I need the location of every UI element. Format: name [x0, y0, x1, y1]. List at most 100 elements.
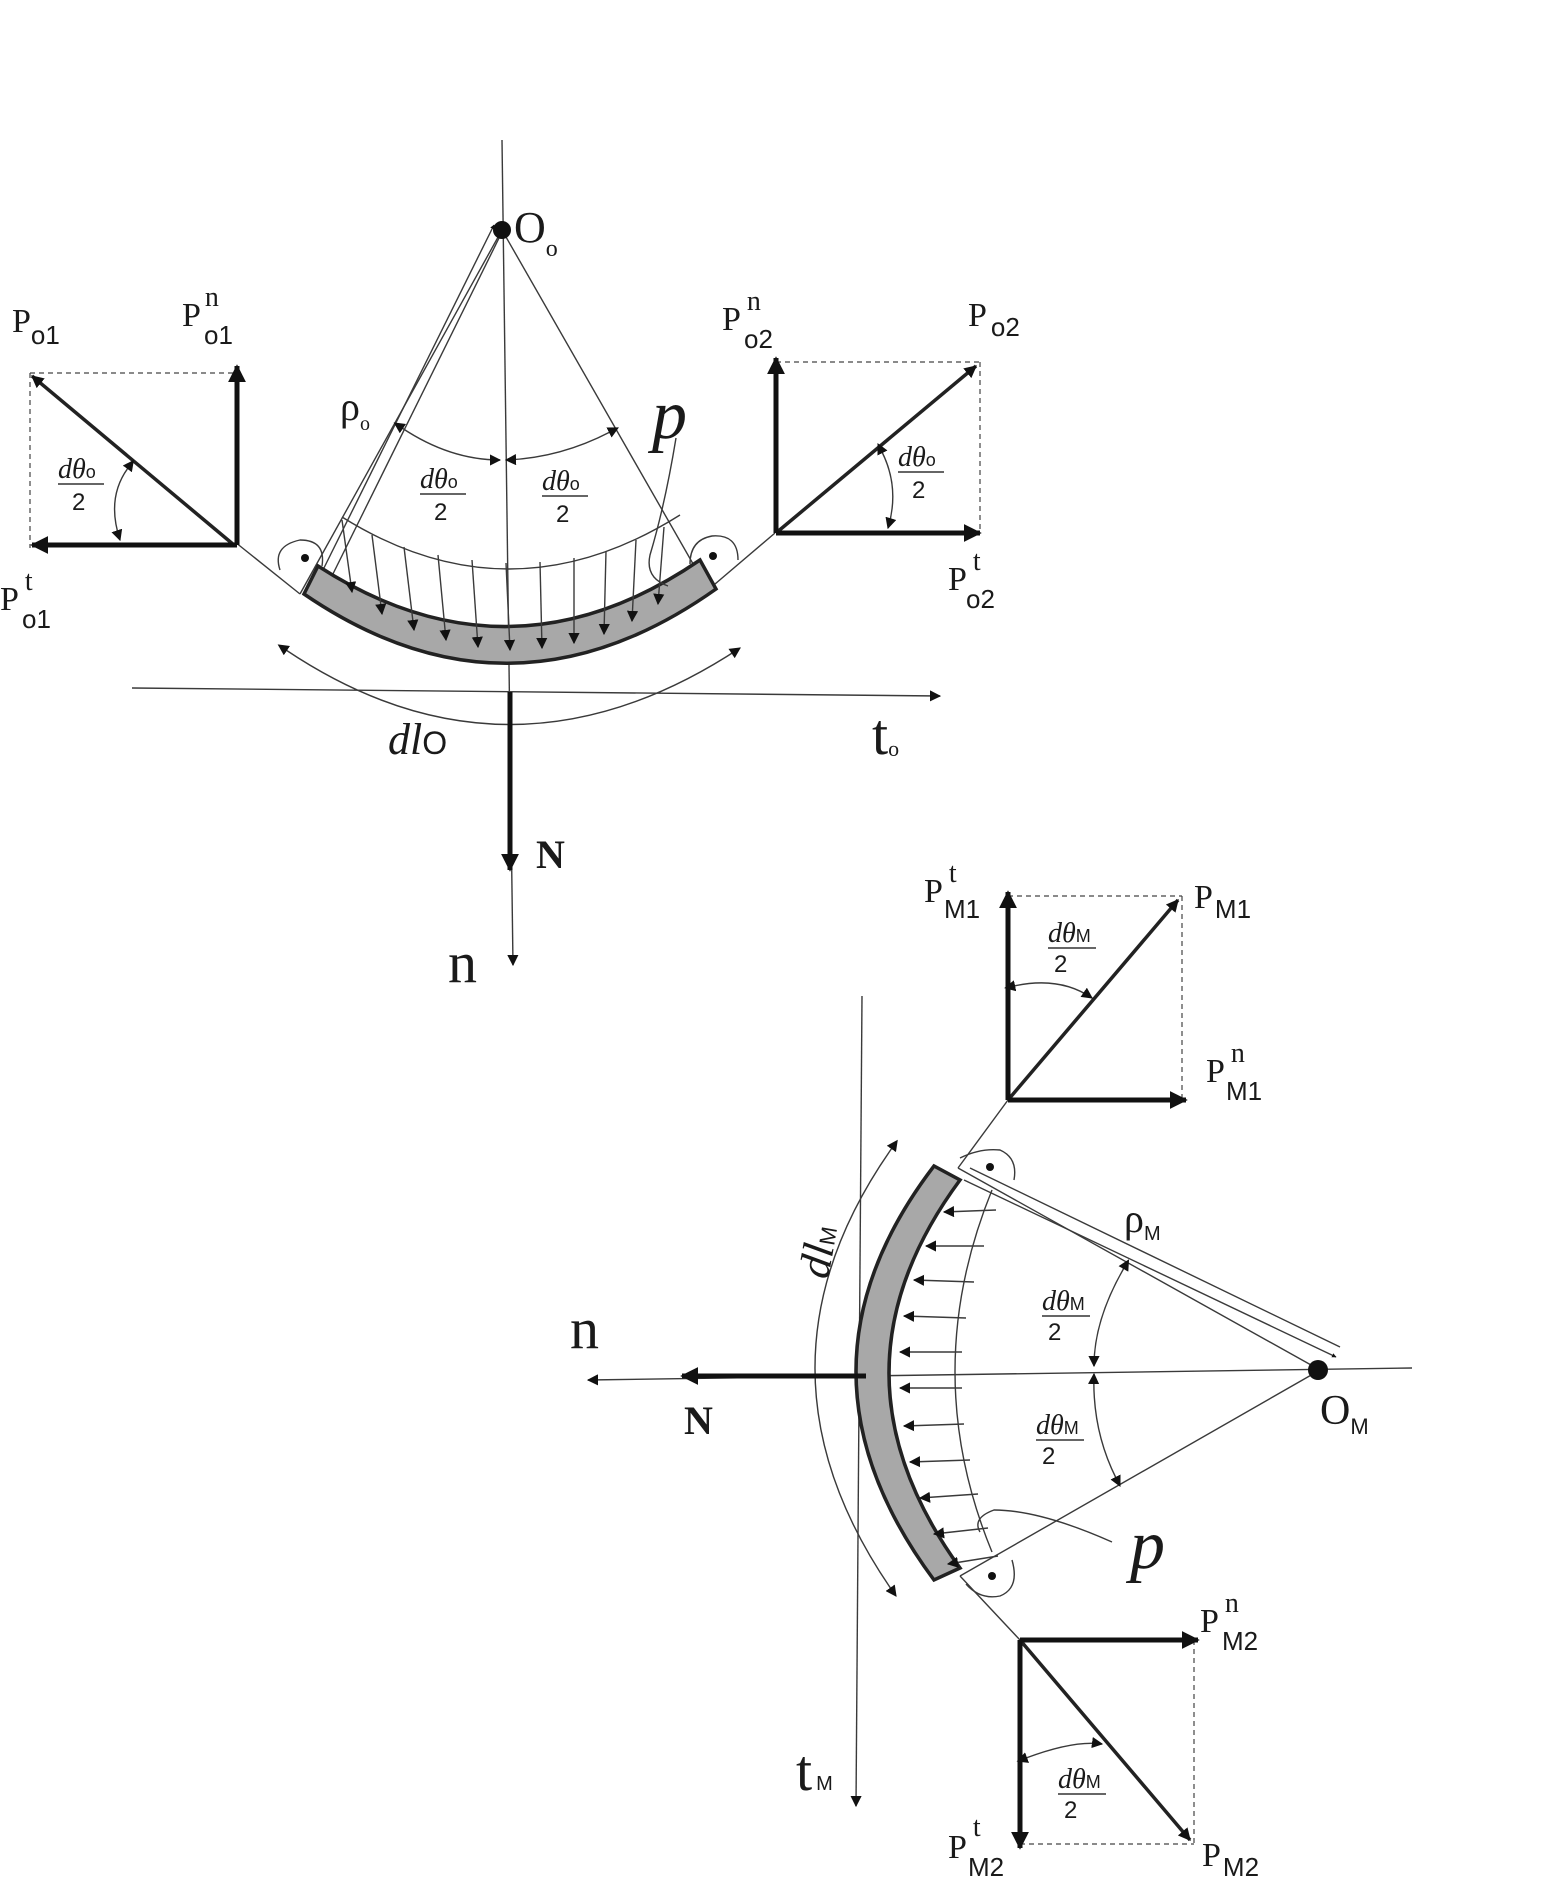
pm1-half-angle: dθM 2 [1048, 918, 1096, 978]
bottom-radial-line-top [957, 1167, 1321, 1371]
top-normal-force-label: N [536, 832, 565, 877]
top-tangent-axis-label: to [872, 702, 899, 767]
bottom-normal-axis-label: n [570, 1296, 599, 1361]
bottom-force-decomposition-top [999, 890, 1188, 1109]
bottom-arclength-label: dlM [790, 1221, 847, 1281]
top-tangent-axis-line [131, 687, 942, 702]
bottom-center-point [1308, 1360, 1328, 1380]
top-half-angle-right: dθo 2 [542, 466, 588, 528]
bottom-right-angle-dot-bottom [988, 1572, 996, 1580]
top-center-point [493, 221, 511, 239]
svg-text:dθo: dθo [542, 466, 580, 497]
bottom-radial-line-bottom [959, 1369, 1321, 1577]
bottom-arclength-dimension [814, 1139, 898, 1597]
bottom-radial-ext-bottom [959, 1575, 1021, 1641]
svg-text:2: 2 [434, 499, 447, 526]
po2-angle-arc [877, 442, 897, 530]
svg-text:dθM: dθM [1042, 1286, 1085, 1317]
top-arclength-label: dlO [388, 715, 447, 764]
pm2-normal-sub: M2 [1222, 1626, 1258, 1656]
svg-text:dθo: dθo [58, 454, 96, 485]
svg-text:dθM: dθM [1048, 918, 1091, 949]
top-radius-dimension [315, 224, 495, 585]
bottom-force-decomposition-bottom [1011, 1631, 1200, 1850]
top-radial-ext-left [234, 541, 301, 595]
top-right-angle-dot-left [301, 554, 309, 562]
svg-text:2: 2 [1048, 1319, 1061, 1346]
top-pressure-arc [341, 514, 681, 570]
top-angle-arc-right [504, 427, 619, 466]
po1-angle-arc [111, 459, 134, 542]
top-radial-ext-right [707, 532, 776, 591]
bottom-half-angle-top: dθM 2 [1042, 1286, 1090, 1346]
pm1-resultant-arrow [1006, 898, 1180, 1102]
pm2-label: PM2 [1202, 1837, 1259, 1882]
po1-half-angle: dθo 2 [58, 454, 104, 516]
pm1-normal-sub: M1 [1226, 1076, 1262, 1106]
pm1-tangent-sub: M1 [944, 894, 980, 924]
pm1-angle-arc [1004, 980, 1093, 999]
top-normal-axis-label: n [448, 930, 477, 995]
top-force-decomposition-left [29, 364, 246, 554]
po1-normal-sub: o1 [204, 320, 233, 350]
bottom-radial-ext-top [957, 1099, 1009, 1169]
bottom-angle-arc-bottom [1088, 1372, 1121, 1488]
po2-normal-sub: o2 [744, 324, 773, 354]
svg-text:dθM: dθM [1036, 1410, 1079, 1441]
po2-resultant-arrow [774, 364, 978, 535]
top-diagram: Oo ρo p dlO to n N dθo 2 dθo 2 dθo 2 dθo… [0, 139, 1020, 995]
top-radial-line-right [501, 229, 709, 591]
bottom-angle-arc-top [1088, 1259, 1130, 1368]
pm2-tangent-sub: M2 [968, 1852, 1004, 1882]
bottom-radius-dimension [963, 1179, 1337, 1358]
svg-text:2: 2 [1054, 951, 1067, 978]
top-half-angle-left: dθo 2 [420, 464, 466, 526]
svg-text:2: 2 [1064, 1797, 1077, 1824]
top-force-decomposition-right [767, 356, 982, 542]
top-pressure-leader [648, 437, 677, 587]
top-right-angle-dot-right [709, 552, 717, 560]
top-angle-arc-left [393, 422, 502, 466]
pm2-tangent-label: Pt [948, 1812, 981, 1866]
pm2-half-angle: dθM 2 [1058, 1764, 1106, 1824]
svg-text:2: 2 [556, 501, 569, 528]
svg-text:2: 2 [912, 477, 925, 504]
pm2-resultant-arrow [1018, 1638, 1192, 1842]
bottom-center-label: OM [1320, 1388, 1369, 1439]
top-radius-label: ρo [340, 384, 370, 435]
bottom-normal-force-label: N [684, 1398, 713, 1443]
bottom-right-angle-top [959, 1148, 1016, 1181]
bottom-pressure-leader [977, 1509, 1113, 1543]
top-pressure-label: p [647, 377, 687, 454]
po1-label: Po1 [12, 303, 60, 350]
svg-text:dθo: dθo [898, 442, 936, 473]
pm2-angle-arc [1016, 1737, 1104, 1763]
po1-tangent-sub: o1 [22, 604, 51, 634]
top-pressure-arrows [341, 519, 665, 652]
svg-text:2: 2 [72, 489, 85, 516]
top-center-label: Oo [514, 203, 558, 262]
bottom-radius-ext [969, 1167, 1341, 1348]
bottom-right-angle-dot-top [986, 1163, 994, 1171]
bottom-pressure-arc [954, 1189, 993, 1553]
bottom-pressure-label: p [1125, 1507, 1165, 1584]
bottom-radius-label: ρM [1124, 1196, 1161, 1245]
bottom-element-band [854, 1163, 963, 1583]
bottom-right-angle-bottom [965, 1559, 1015, 1598]
top-right-angle-right [689, 535, 739, 565]
po2-half-angle: dθo 2 [898, 442, 944, 504]
top-radius-ext [325, 227, 505, 589]
pm1-label: PM1 [1194, 879, 1251, 924]
svg-text:dθo: dθo [420, 464, 458, 495]
svg-text:2: 2 [1042, 1443, 1055, 1470]
